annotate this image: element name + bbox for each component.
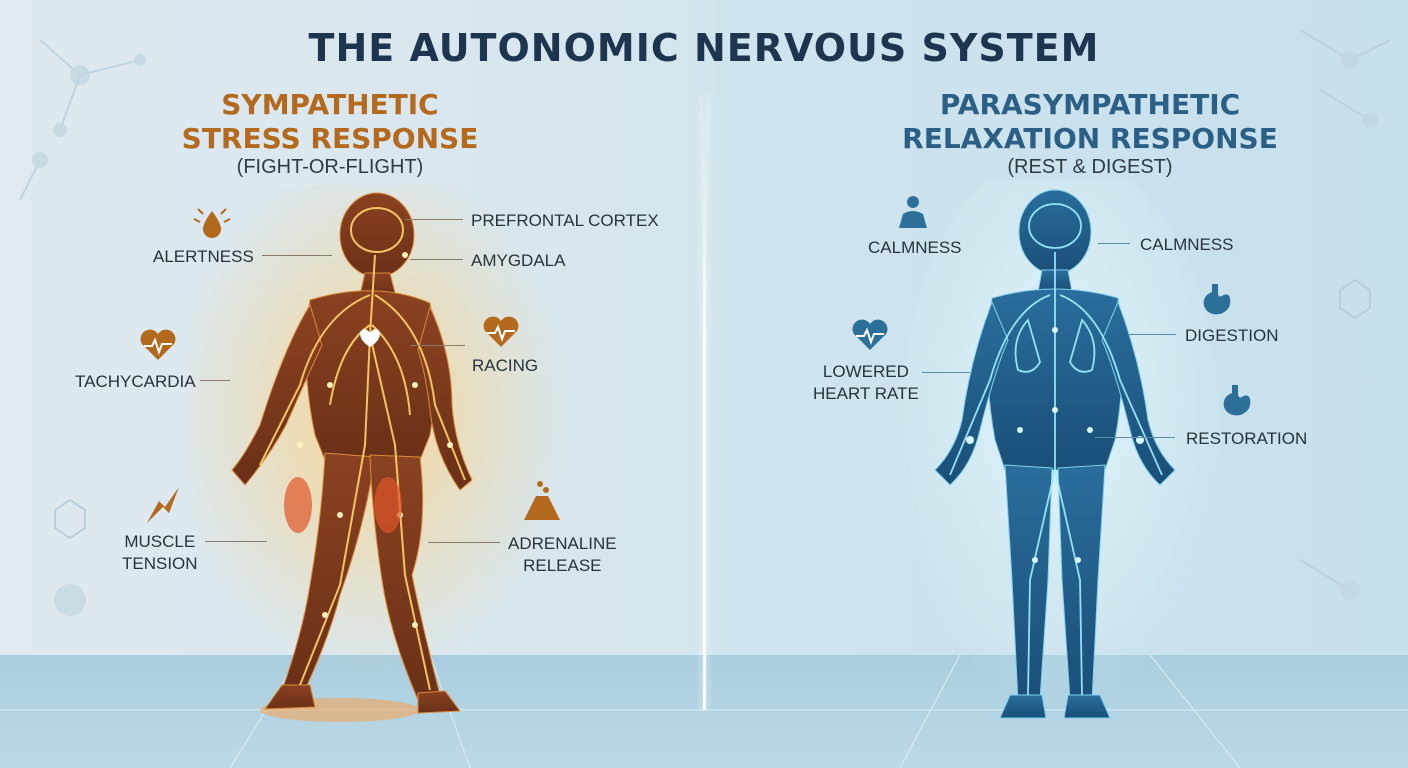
lowered-heart-rate-heart-icon <box>852 319 888 350</box>
label-prefrontal-cortex: PREFRONTAL CORTEX <box>471 211 659 230</box>
label-adrenaline-release: ADRENALINE RELEASE <box>508 533 617 577</box>
tachycardia-heart-icon <box>140 329 176 360</box>
adrenaline-flask-icon <box>524 481 560 520</box>
label-lowered-heart-rate: LOWERED HEART RATE <box>813 361 919 405</box>
parasympathetic-heading: PARASYMPATHETIC RELAXATION RESPONSE <box>890 88 1290 156</box>
label-alertness: ALERTNESS <box>153 247 254 266</box>
sympathetic-heading-line1: SYMPATHETIC <box>221 88 439 121</box>
label-lowered-line2: HEART RATE <box>813 384 919 403</box>
center-divider <box>703 95 706 710</box>
sympathetic-heading-line2: STRESS RESPONSE <box>181 122 479 155</box>
label-amygdala: AMYGDALA <box>471 251 566 270</box>
label-tachycardia: TACHYCARDIA <box>75 372 196 391</box>
leader-line-digestion <box>1128 334 1176 335</box>
parasympathetic-subtitle: (REST & DIGEST) <box>1007 156 1173 178</box>
leader-line-lowered-heart-rate <box>922 372 970 373</box>
leader-line-adrenaline <box>428 542 500 543</box>
label-lowered-line1: LOWERED <box>822 362 909 381</box>
leader-line-tachycardia <box>200 380 230 381</box>
parasympathetic-heading-line1: PARASYMPATHETIC <box>939 88 1241 121</box>
label-adrenaline-line1: ADRENALINE <box>508 534 617 553</box>
leader-line-prefrontal-cortex <box>405 219 463 220</box>
label-calmness-right: CALMNESS <box>1140 235 1234 254</box>
sympathetic-subtitle: (FIGHT-OR-FLIGHT) <box>236 156 424 178</box>
leader-line-amygdala <box>410 259 463 260</box>
sympathetic-body-figure <box>190 185 570 722</box>
label-restoration: RESTORATION <box>1186 429 1308 448</box>
restoration-stomach-icon <box>1223 385 1251 416</box>
label-muscle-tension-line2: TENSION <box>122 554 198 573</box>
leader-line-alertness <box>262 255 332 256</box>
leader-line-restoration <box>1095 437 1175 438</box>
label-digestion: DIGESTION <box>1185 326 1279 345</box>
digestion-stomach-icon <box>1203 284 1231 315</box>
label-racing: RACING <box>472 356 539 375</box>
parasympathetic-heading-line2: RELAXATION RESPONSE <box>902 122 1278 155</box>
sympathetic-heading: SYMPATHETIC STRESS RESPONSE <box>150 88 510 156</box>
label-muscle-tension-line1: MUSCLE <box>124 532 196 551</box>
calmness-person-icon <box>899 196 927 228</box>
leader-line-calmness-right <box>1098 243 1130 244</box>
alertness-sun-drop-icon <box>193 208 231 238</box>
parasympathetic-body-figure <box>900 180 1220 719</box>
racing-heart-icon <box>483 316 519 347</box>
muscle-tension-lightning-icon <box>147 487 179 523</box>
label-muscle-tension: MUSCLE TENSION <box>122 531 198 575</box>
page-title: THE AUTONOMIC NERVOUS SYSTEM <box>308 26 1100 70</box>
leader-line-muscle-tension <box>205 541 267 542</box>
label-calmness-left: CALMNESS <box>868 238 962 257</box>
label-adrenaline-line2: RELEASE <box>523 556 602 575</box>
leader-line-racing <box>410 345 465 346</box>
